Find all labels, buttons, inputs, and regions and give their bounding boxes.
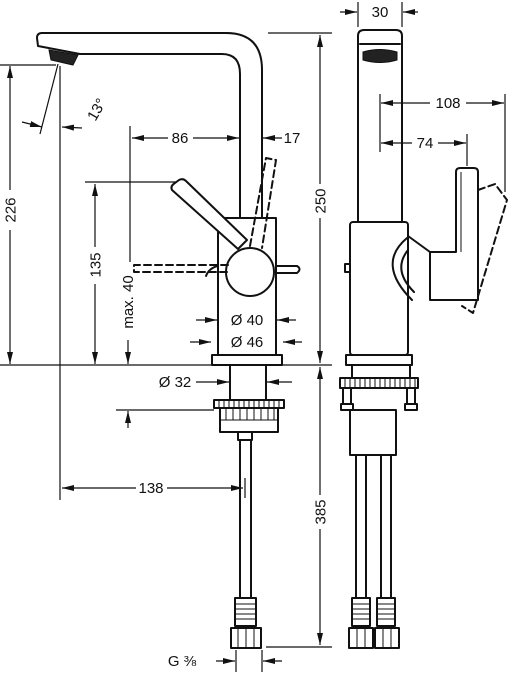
hose-a-fitting [351,597,371,627]
label-250: 250 [313,188,330,213]
spout-tip [36,32,81,55]
nut-tab [237,431,253,441]
base-plate [211,354,283,366]
hose-fitting-ridges [235,603,256,620]
label-138: 138 [138,480,163,497]
hose-b-fitting [376,597,396,627]
base-plate-side [345,354,413,366]
label-thread-g38: G ⅜ [168,653,197,670]
label-108: 108 [435,95,460,112]
hose-fittings-ridges [352,603,395,620]
shank [229,364,267,401]
seal-ring-side [339,377,419,389]
mounting-bolt-left-head [340,403,354,411]
label-226: 226 [3,197,20,222]
mounting-nut-grip [220,408,278,421]
label-30: 30 [372,4,389,21]
lever-horizontal-position [133,264,229,273]
lever-handle-side [429,167,479,301]
faucet-body-side [349,221,409,356]
lever-raised-position-side [461,183,508,314]
hose-nut-facets [237,628,255,648]
angle-arrow-right [61,124,83,131]
cartridge-circle [225,247,275,297]
angle-arrow-left [21,121,43,128]
body-side-nub [344,263,351,273]
cartridge-cover-outer [391,237,413,301]
label-385: 385 [313,499,330,524]
label-diameter-46: Ø 46 [231,334,264,351]
body-flange-right [275,265,301,274]
lever-handle [170,178,248,250]
washer-serrations [218,400,280,408]
label-diameter-40: Ø 40 [231,312,264,329]
lever-raised-position [249,157,277,249]
label-17: 17 [284,130,301,147]
hose-block-side [349,409,397,456]
hose-nuts-facets [356,628,392,648]
hose-a-nut [348,627,374,649]
body-to-hub-line [407,235,431,253]
mounting-bolt-right-head [404,403,418,411]
label-74: 74 [417,135,434,152]
front-dimensions: 226 13° 138 135 max. 40 86 17 [0,32,332,672]
spout-column [357,29,403,223]
spout-outer-edge [41,32,263,219]
side-dimensions: 30 108 74 [340,2,506,192]
seal-ring-serrations [344,378,416,388]
side-view [339,29,508,649]
label-diameter-32: Ø 32 [159,374,192,391]
label-135: 135 [88,252,105,277]
label-max-40: max. 40 [120,275,137,328]
cartridge-cover-inner [400,249,415,293]
mounting-bolt-left [342,387,352,405]
label-13-degree: 13° [84,96,110,124]
label-86: 86 [172,130,189,147]
hose-fitting [234,597,257,627]
shank-side [351,364,411,379]
angle-line-aerator [39,63,59,135]
aerator-side [362,49,398,63]
body-flange-left [205,265,219,277]
hose-b-nut [374,627,400,649]
aerator [48,49,79,66]
spout-inner-edge [79,53,241,219]
mounting-bolt-right [406,387,416,405]
front-view [0,32,332,649]
